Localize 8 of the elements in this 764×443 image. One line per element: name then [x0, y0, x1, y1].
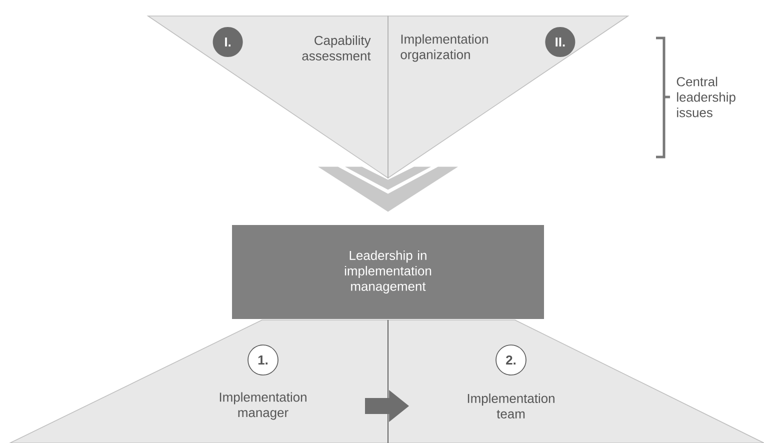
block-arrow: [365, 390, 409, 422]
number-badge: I.: [212, 27, 243, 57]
number-badge: 2.: [496, 344, 526, 376]
side-note: Central leadership issues: [676, 76, 736, 118]
chevron-arrow: [318, 166, 458, 212]
number-badge: II.: [545, 27, 576, 57]
number-badge: 1.: [248, 344, 278, 376]
title-box: Leadership in implementation management: [232, 225, 544, 319]
